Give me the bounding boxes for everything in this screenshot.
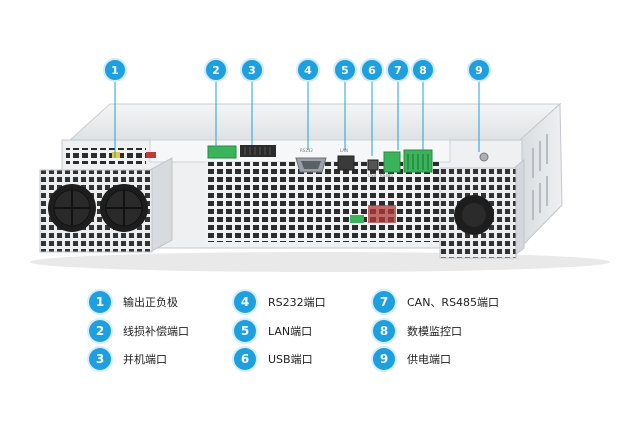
can-rs485-connector xyxy=(383,151,401,173)
marker-7: 7 xyxy=(386,58,410,82)
usb-label: USB xyxy=(368,173,376,178)
legend-badge-8: 8 xyxy=(373,320,395,342)
legend-item-9: 9 供电端口 xyxy=(373,347,451,371)
svg-text:3: 3 xyxy=(248,64,256,77)
output-module-side xyxy=(149,157,173,253)
rs485-label: RS485 xyxy=(380,173,393,178)
legend-badge-2: 2 xyxy=(89,320,111,342)
marker-1: 1 xyxy=(103,58,127,82)
ground-screw xyxy=(479,152,489,162)
red-label xyxy=(368,205,396,223)
svg-text:7: 7 xyxy=(394,64,402,77)
legend-label-7: CAN、RS485端口 xyxy=(407,296,500,309)
main-vent-grid xyxy=(205,162,440,242)
legend-item-7: 7 CAN、RS485端口 xyxy=(373,290,499,314)
legend-label-2: 线损补偿端口 xyxy=(123,325,189,338)
legend-item-1: 1 输出正负极 xyxy=(89,290,178,314)
rs232-label: RS232 xyxy=(300,148,313,153)
marker-4: 4 xyxy=(296,58,320,82)
svg-text:2: 2 xyxy=(212,64,220,77)
legend-item-3: 3 并机端口 xyxy=(89,347,167,371)
legend-badge-4: 4 xyxy=(234,291,256,313)
legend-badge-6: 6 xyxy=(234,348,256,370)
svg-text:1: 1 xyxy=(111,64,119,77)
legend-badge-3: 3 xyxy=(89,348,111,370)
legend-badge-7: 7 xyxy=(373,291,395,313)
marker-6: 6 xyxy=(360,58,384,82)
usb-port xyxy=(367,159,379,171)
marker-9: 9 xyxy=(467,58,491,82)
chassis-top xyxy=(68,103,562,141)
svg-text:4: 4 xyxy=(304,64,312,77)
legend-label-3: 并机端口 xyxy=(123,353,167,366)
marker-3: 3 xyxy=(240,58,264,82)
legend-label-1: 输出正负极 xyxy=(123,296,178,309)
legend-label-5: LAN端口 xyxy=(268,325,313,338)
green-label xyxy=(350,215,364,223)
svg-text:9: 9 xyxy=(475,64,483,77)
legend-label-8: 数模监控口 xyxy=(407,325,462,338)
legend-label-4: RS232端口 xyxy=(268,296,326,309)
lan-label: LAN xyxy=(340,148,348,153)
power-supply-rear-panel: RS232 LAN USB RS485 xyxy=(30,58,610,272)
floor-shadow xyxy=(30,252,610,272)
legend-item-2: 2 线损补偿端口 xyxy=(89,319,189,343)
parallel-port xyxy=(240,145,276,157)
legend-item-4: 4 RS232端口 xyxy=(234,290,326,314)
legend-badge-1: 1 xyxy=(89,291,111,313)
svg-text:5: 5 xyxy=(341,64,349,77)
lan-port xyxy=(337,155,355,171)
marker-8: 8 xyxy=(411,58,435,82)
svg-text:8: 8 xyxy=(419,64,427,77)
leader-lines xyxy=(114,81,480,158)
legend-badge-9: 9 xyxy=(373,348,395,370)
sense-connector xyxy=(207,145,237,159)
side-vent-slots xyxy=(532,134,548,220)
legend-item-5: 5 LAN端口 xyxy=(234,319,312,343)
svg-text:6: 6 xyxy=(368,64,376,77)
marker-5: 5 xyxy=(333,58,357,82)
marker-2: 2 xyxy=(204,58,228,82)
legend-item-8: 8 数模监控口 xyxy=(373,319,462,343)
legend-label-9: 供电端口 xyxy=(407,353,451,366)
legend-label-6: USB端口 xyxy=(268,353,313,366)
legend-badge-5: 5 xyxy=(234,320,256,342)
legend-item-6: 6 USB端口 xyxy=(234,347,313,371)
